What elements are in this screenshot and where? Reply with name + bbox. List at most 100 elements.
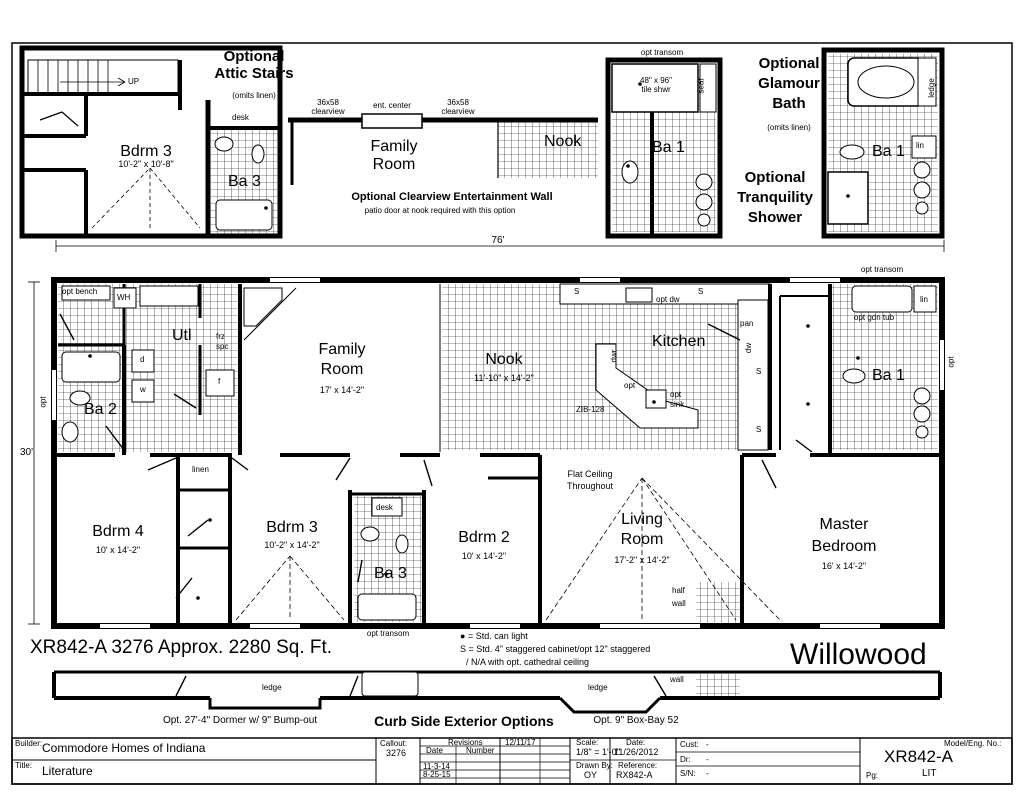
clearview-right: 36x58 clearview [441,98,475,116]
tb-rev-date-top: 12/11/17 [505,738,536,747]
dormer-note: Opt. 27'-4" Dormer w/ 9" Bump-out [162,715,318,726]
tb-title-label: Title: [15,761,33,770]
flat-ceiling-label: Flat Ceiling Throughout [566,469,614,491]
opt-right-label: opt [946,356,956,368]
entertainment-note: patio door at nook required with this op… [364,206,516,215]
attic-desk: desk [232,113,249,122]
tb-callout-label: Callout: [380,739,408,748]
room-utl: Utl [172,327,192,344]
zib-label: ZIB-128 [576,405,605,414]
tb-reference: RX842-A [616,770,653,780]
tb-dr-value: - [706,755,709,764]
boxbay-note: Opt. 9" Box-Bay 52 [593,715,679,726]
bath3-tub [357,593,417,621]
tb-builder: Commodore Homes of Indiana [42,741,206,755]
attic-stairs [27,59,179,95]
opt-sink-label: opt sink [670,390,685,409]
legend-can-light-text: = Std. can light [467,631,528,641]
tb-drawn-label: Drawn By: [576,761,613,770]
tb-scale-label: Scale: [576,738,599,747]
tb-sn-value: - [706,769,709,778]
cabinet-s2: S [698,287,704,296]
cabinet-s1: S [574,287,580,296]
can-lights [88,82,860,600]
opt-left-label: opt [38,396,48,408]
tb-date-label: Date: [626,738,646,747]
glamour-lin: lin [916,141,925,150]
tb-model-label: Model/Eng. No.: [944,739,1002,748]
room-bdrm3-attic: Bdrm 3 [120,143,172,160]
opt-bench-label: opt bench [62,287,98,296]
entertainment-wall-option [288,113,598,185]
room-family-size: 17' x 14'-2" [319,385,365,395]
master-tub [851,285,913,313]
room-bdrm4-size: 10' x 14'-2" [95,545,141,555]
tb-cust-value: - [706,740,709,749]
main-plan [51,82,945,629]
width-dim-label: 76' [491,235,505,246]
cathedral-lines [235,477,781,621]
title-block [11,737,1013,785]
tile-shower [611,63,699,113]
room-master-size: 16' x 14'-2" [821,561,867,571]
glamour-bath-title: Optional Glamour Bath [758,55,820,112]
fireplace [243,287,283,327]
legend-can-light: ● = Std. can light [460,631,528,641]
room-living: Living Room [620,511,664,548]
depth-dimension [28,281,40,625]
wh-label: WH [117,293,131,302]
curb-wall-label: wall [670,675,684,684]
tb-drawn: OY [584,770,598,780]
island-dwr-label: dwr [609,349,619,363]
up-label: UP [128,77,140,86]
seat-label: seat [696,78,706,94]
room-nook-size: 11'-10" x 14'-2" [474,373,534,383]
dormer [208,698,322,710]
frz-spc-label: frz spc [216,332,229,351]
tb-rev1: 11-3-14 [423,762,450,771]
room-kitchen: Kitchen [652,333,706,350]
room-bdrm3-size: 10'-2" x 14'-2" [264,540,320,550]
room-ba1-shower: Ba 1 [652,139,685,156]
tb-date-col: Date [426,746,443,755]
opt-transom-bath3: opt transom [366,629,410,638]
room-ba3-attic: Ba 3 [228,173,261,190]
pantry-label: pan [740,319,754,328]
water-heater [113,287,137,309]
dormer-ledge-label: ledge [262,683,282,692]
glamour-bath-option [821,47,945,239]
island [595,343,699,429]
tb-dr-label: Dr: [680,755,691,764]
tb-date: 11/26/2012 [614,747,659,757]
tranquility-shower [827,171,869,225]
legend-cabinet: S = Std. 4" staggered cabinet/opt 12" st… [460,644,651,654]
tb-number-col: Number [466,746,495,755]
cabinet-s4: S [756,425,762,434]
tile-shower-option [605,57,723,239]
room-bdrm2-size: 10' x 14'-2" [461,551,507,561]
room-ba1-glamour: Ba 1 [872,143,905,160]
room-bdrm3: Bdrm 3 [266,519,318,536]
attic-stairs-option [19,45,283,239]
half-wall-label: half wall [672,586,686,608]
room-master: Master Bedroom [811,516,877,555]
room-ba2: Ba 2 [84,401,117,418]
width-dimension [55,240,945,252]
tb-callout: 3276 [386,748,407,758]
legend-cathedral: / N/A with opt. cathedral ceiling [466,657,590,667]
washer-label: w [140,385,146,394]
room-family-opt: Family Room [370,138,418,173]
glamour-note: (omits linen) [767,123,811,132]
linen-label: linen [192,465,209,474]
room-ba3: Ba 3 [374,565,407,582]
box-bay [558,696,662,714]
bath2-tub [61,351,121,383]
desk-label: desk [376,503,393,512]
master-lin-label: lin [920,295,929,304]
depth-dim-label: 30' [20,447,34,458]
attic-stairs-title: Optional Attic Stairs [214,48,294,82]
tb-model: XR842-A [884,747,953,766]
ent-center-label: ent. center [373,101,411,110]
freezer-label: f [218,377,221,386]
